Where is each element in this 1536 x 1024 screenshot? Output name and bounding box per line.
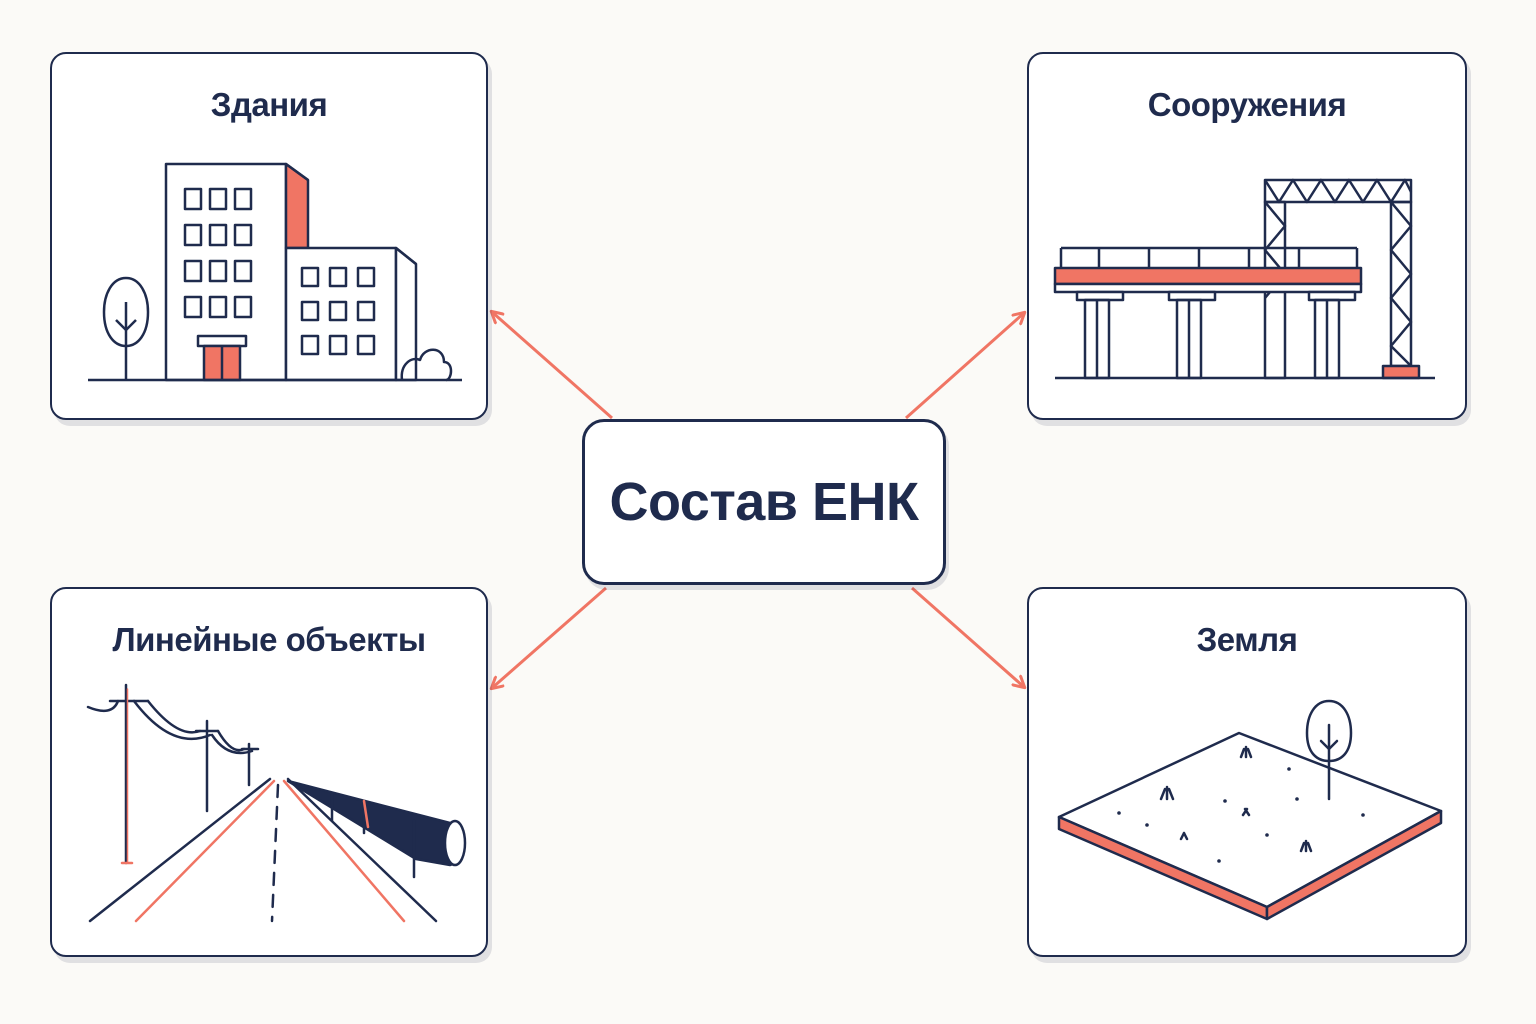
card-land: Земля	[1027, 587, 1467, 957]
center-node: Состав ЕНК	[582, 419, 946, 585]
arrow-to-buildings	[492, 312, 613, 420]
road-powerline-pipeline-illustration-icon	[86, 683, 467, 923]
arrow-to-linear	[492, 586, 607, 688]
card-buildings: Здания	[50, 52, 488, 420]
bridge-structure-illustration-icon	[1053, 178, 1435, 380]
buildings-illustration-icon	[88, 162, 462, 382]
card-title-linear-objects: Линейные объекты	[112, 621, 426, 658]
card-title-land: Земля	[1196, 621, 1298, 658]
card-structures: Сооружения	[1027, 52, 1467, 420]
card-title-structures: Сооружения	[1147, 86, 1347, 123]
card-title-buildings: Здания	[210, 86, 328, 123]
arrow-to-land	[911, 586, 1024, 687]
arrow-to-structures	[905, 313, 1024, 420]
center-title: Состав ЕНК	[609, 472, 919, 532]
land-plot-illustration-icon	[1057, 699, 1443, 921]
card-linear-objects: Линейные объекты	[50, 587, 488, 957]
